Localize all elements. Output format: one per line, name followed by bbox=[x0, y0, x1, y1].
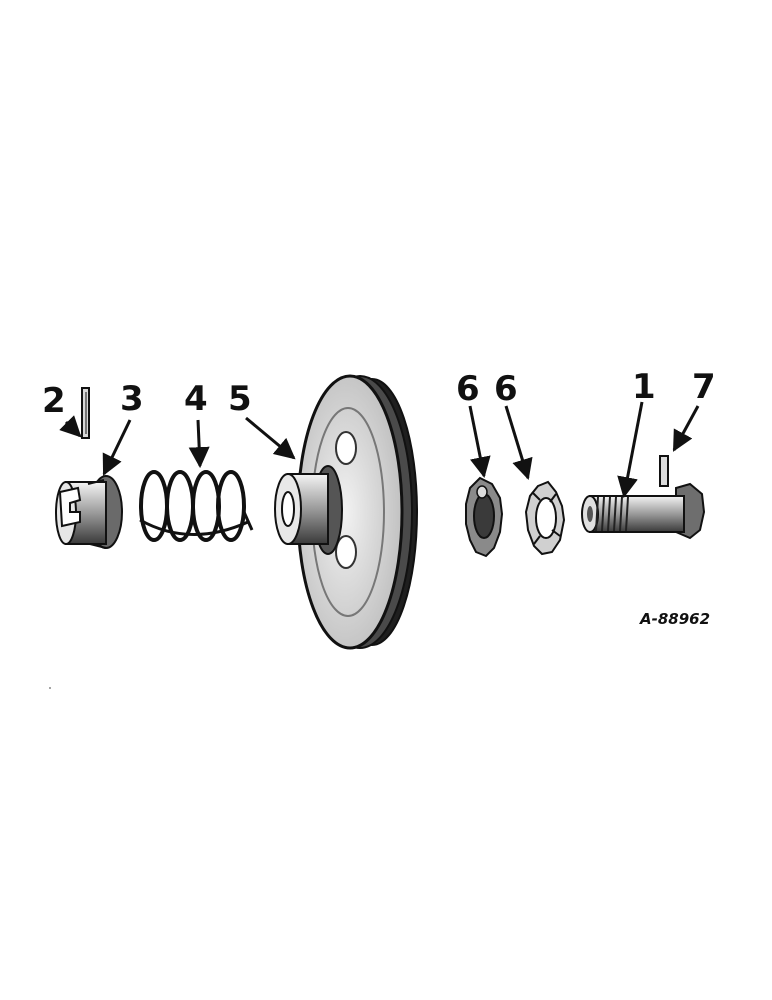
reference-code: A-88962 bbox=[639, 610, 710, 628]
callout-6a: 6 bbox=[456, 369, 480, 409]
leader-lines bbox=[59, 401, 700, 499]
stray-dot bbox=[49, 687, 51, 689]
leader-2 bbox=[59, 415, 82, 438]
leader-5 bbox=[245, 416, 296, 460]
leader-6b bbox=[504, 405, 533, 481]
pin-part bbox=[81, 387, 90, 439]
callout-3: 3 bbox=[120, 379, 144, 419]
callout-6b: 6 bbox=[494, 369, 518, 409]
callout-1: 1 bbox=[632, 367, 656, 407]
callout-labels: 2 3 4 5 6 6 1 7 bbox=[42, 367, 716, 421]
leader-3 bbox=[102, 419, 132, 476]
leader-4 bbox=[188, 419, 210, 469]
cam-washer-part-a bbox=[465, 476, 504, 558]
threaded-shaft-part bbox=[581, 482, 706, 540]
callout-7: 7 bbox=[692, 367, 716, 407]
callout-4: 4 bbox=[184, 379, 208, 419]
leader-1 bbox=[617, 401, 644, 499]
v-pulley-part bbox=[274, 374, 418, 650]
leader-7 bbox=[672, 405, 700, 452]
coil-spring-part bbox=[139, 470, 254, 542]
cam-washer-part-b bbox=[524, 480, 566, 556]
leader-6a bbox=[468, 405, 491, 479]
callout-5: 5 bbox=[228, 379, 252, 419]
roll-pin-part bbox=[659, 455, 669, 487]
callout-2: 2 bbox=[42, 381, 66, 421]
slotted-collar-part bbox=[55, 475, 123, 549]
